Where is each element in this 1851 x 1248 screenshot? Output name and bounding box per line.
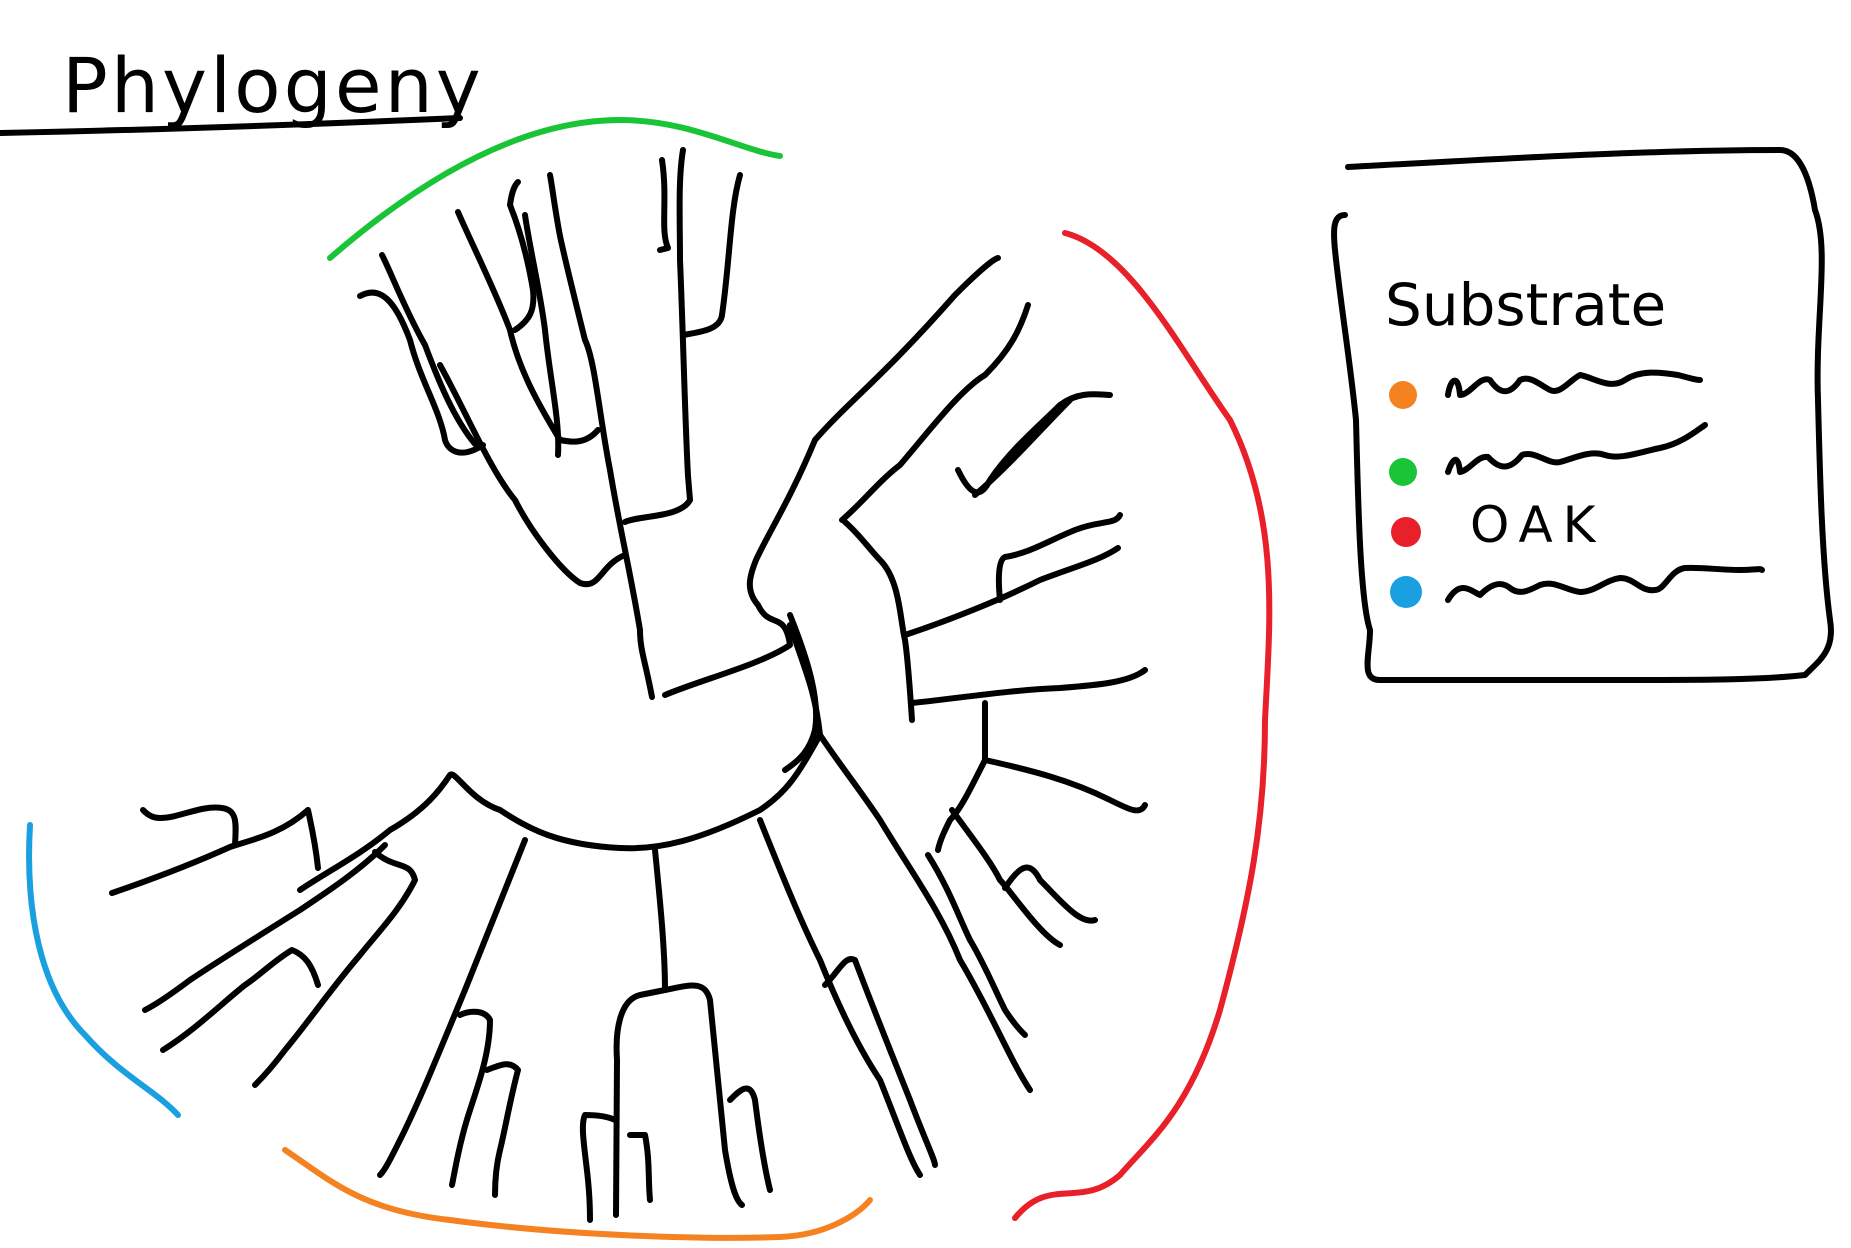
branch-lower-right	[817, 732, 1033, 1093]
clade-arc-green	[327, 116, 783, 261]
branch-bottom-b	[579, 1112, 618, 1223]
branch-upper-c2	[522, 212, 562, 458]
legend-box	[1331, 147, 1834, 683]
branch-bottom-c2	[449, 1008, 493, 1188]
branch-right-a1	[839, 302, 1031, 523]
legend-swatch-orange	[1389, 381, 1417, 409]
branch-bottom-a1	[662, 982, 745, 1208]
branch-left-a4	[160, 947, 321, 1053]
branch-right-b	[902, 545, 1121, 638]
branch-bottom-a	[613, 847, 668, 1218]
branch-right-a2	[955, 391, 1113, 496]
branch-left-a3	[140, 804, 239, 848]
branch-right-a3	[972, 397, 1073, 498]
branch-upper-a1	[680, 172, 743, 338]
branch-bottom-c	[377, 837, 528, 1178]
branch-right-trunk	[782, 612, 820, 773]
legend-swatch-red	[1391, 517, 1421, 547]
branch-right-d3	[1002, 864, 1098, 924]
branch-lower-right-a	[925, 852, 1028, 1038]
branch-left-a2	[109, 807, 321, 896]
branch-right-b1	[995, 512, 1123, 603]
branch-right-d	[982, 700, 1148, 814]
branch-right-c	[909, 667, 1148, 706]
tree-ring-lower	[297, 622, 823, 893]
branch-left-a1	[252, 849, 418, 1088]
clade-arc-red	[1012, 230, 1273, 1221]
branch-bottom-a2	[727, 1085, 773, 1193]
branch-upper-b1	[357, 289, 486, 456]
branch-upper-b	[437, 362, 628, 588]
branch-right-a	[842, 519, 915, 723]
legend: Substrate OAK	[1331, 147, 1834, 683]
title-text: Phylogeny	[62, 41, 484, 130]
branch-lower-right-c	[822, 956, 938, 1168]
legend-label-scribble-1	[1445, 369, 1703, 398]
branch-upper-trunk	[547, 172, 655, 700]
title-underline	[0, 115, 463, 136]
branch-upper-c1	[507, 179, 537, 333]
clade-arc-blue	[26, 822, 181, 1118]
branch-right-d2	[949, 807, 1063, 948]
branch-upper-a	[622, 147, 693, 525]
branch-bottom-c3	[484, 1061, 521, 1198]
legend-label-scribble-2	[1445, 422, 1708, 475]
branch-upper-c	[455, 209, 601, 445]
branch-upper-b2	[379, 252, 478, 447]
branch-right-d1	[935, 757, 988, 853]
phylogenetic-tree	[109, 147, 1148, 1223]
branch-left-a	[142, 842, 388, 1013]
branch-bottom-b1	[627, 1132, 653, 1203]
clade-arc-orange	[282, 1147, 873, 1241]
branch-upper-a2	[657, 157, 671, 253]
tree-ring	[662, 255, 1001, 698]
legend-title: Substrate	[1385, 271, 1666, 339]
legend-label-oak: OAK	[1470, 496, 1605, 554]
legend-label-scribble-4	[1445, 564, 1765, 603]
legend-swatch-green	[1389, 458, 1417, 486]
branch-lower-right-b	[757, 817, 923, 1178]
title: Phylogeny	[0, 41, 484, 136]
legend-swatch-blue	[1390, 576, 1422, 608]
